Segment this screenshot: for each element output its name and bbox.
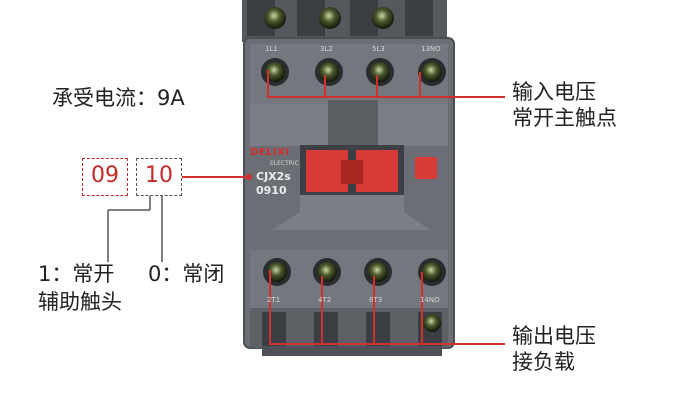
input-voltage-label: 输入电压 [512,80,596,104]
terminal-label-14no: 14NO [420,296,440,304]
indicator-window [415,157,437,179]
model-code: 0910 [256,184,287,197]
terminal-screw-14no-icon [422,262,442,282]
brand-logo-text: DELIXI [250,147,290,158]
terminal-label-13no: 13NO [421,45,441,53]
main-contact-label: 常开主触点 [512,106,617,130]
code-second-box: 10 [136,158,182,196]
terminal-screw-13no-icon [422,62,442,82]
terminal-label-2t1: 2T1 [267,296,281,304]
terminal-label-1l1: 1L1 [265,45,278,53]
terminal-screw-6t3-icon [368,262,388,282]
terminal-label-6t3: 6T3 [369,296,383,304]
aux-nc-label: 0：常闭 [148,262,225,286]
terminal-screw-3l2-icon [319,62,339,82]
output-voltage-label: 输出电压 [512,324,596,348]
terminal-label-5l3: 5L3 [372,45,385,53]
terminal-label-3l2: 3L2 [320,45,333,53]
terminal-screw-5l3-icon [370,62,390,82]
brand-subtitle: ELECTRIC [270,160,299,167]
code-first-box: 09 [82,158,128,196]
aux-no-label: 1：常开 [38,262,115,286]
aux-contact-label: 辅助触头 [38,290,122,314]
model-name: CJX2s [256,170,291,183]
rated-current-label: 承受电流：9A [52,86,185,110]
terminal-screw-2t1-icon [267,262,287,282]
terminal-label-4t2: 4T2 [318,296,332,304]
terminal-screw-1l1-icon [265,62,285,82]
load-connection-label: 接负载 [512,350,575,374]
terminal-screw-4t2-icon [317,262,337,282]
